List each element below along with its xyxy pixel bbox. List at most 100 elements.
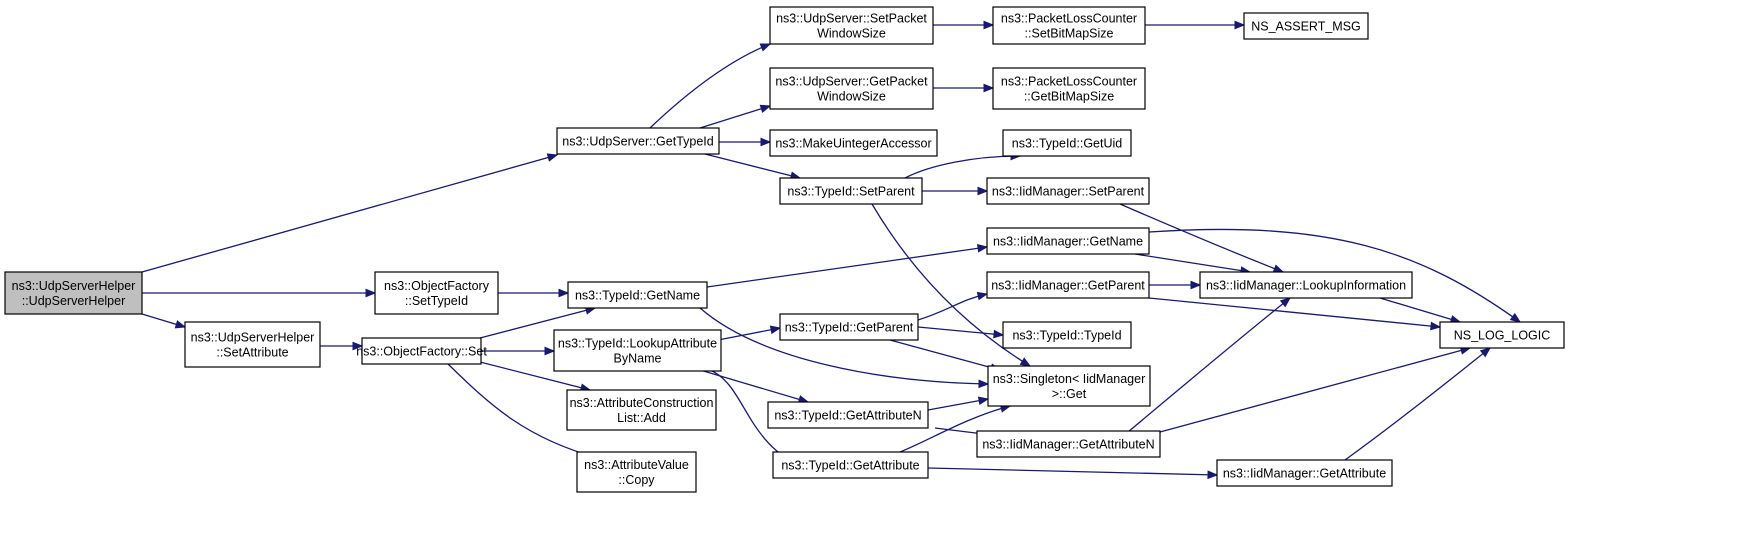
arrowhead-icon (1430, 321, 1442, 331)
graph-node[interactable]: ns3::AttributeValue::Copy (576, 451, 697, 493)
graph-node[interactable]: ns3::PacketLossCounter::GetBitMapSize (992, 67, 1146, 110)
edge-line (699, 105, 771, 129)
node-label: ns3::TypeId::GetParent (785, 321, 914, 335)
edge-n27-n13 (1127, 297, 1292, 433)
graph-node[interactable]: ns3::TypeId::GetParent (779, 313, 919, 341)
graph-node[interactable]: ns3::TypeId::TypeId (1002, 321, 1132, 349)
node-box (779, 177, 923, 205)
arrowhead-icon (558, 288, 570, 298)
node-label: ns3::PacketLossCounter (1001, 12, 1137, 26)
edge-n16-n13 (1134, 253, 1252, 275)
arrowhead-icon (977, 396, 990, 405)
node-box (1243, 12, 1369, 40)
graph-node[interactable]: ns3::PacketLossCounter::SetBitMapSize (992, 6, 1146, 45)
graph-node[interactable]: ns3::IidManager::GetName (986, 227, 1150, 255)
graph-node[interactable]: ns3::UdpServer::GetTypeId (556, 127, 720, 155)
node-label: ns3::UdpServer::GetPacket (775, 75, 928, 89)
arrowhead-icon (1207, 470, 1219, 480)
edge-line (649, 43, 771, 129)
arrowhead-icon (978, 379, 990, 389)
graph-node[interactable]: ns3::TypeId::GetUid (1002, 129, 1132, 157)
node-box (779, 313, 919, 341)
arrowhead-icon (1019, 357, 1032, 367)
edge-n1-n7 (704, 153, 802, 180)
arrowhead-icon (1479, 347, 1492, 358)
node-label: ns3::UdpServer::SetPacket (776, 12, 927, 26)
edge-n15-n16 (706, 244, 989, 288)
edge-line (479, 307, 596, 339)
arrowhead-icon (983, 20, 995, 30)
edge-n15-n14 (699, 307, 990, 389)
node-box (566, 389, 717, 431)
graph-node[interactable]: NS_LOG_LOGIC (1439, 321, 1565, 349)
edge-line (479, 361, 591, 391)
graph-node-root: ns3::UdpServerHelper::UdpServerHelper (4, 271, 143, 315)
edge-n25-n14 (927, 396, 990, 411)
node-label: ns3::ObjectFactory::Set (356, 345, 487, 359)
node-label: ns3::TypeId::LookupAttribute (558, 337, 717, 351)
graph-node[interactable]: ns3::TypeId::GetAttribute (772, 451, 929, 479)
graph-node[interactable]: ns3::IidManager::GetAttribute (1216, 459, 1393, 487)
edge-n7-n12 (922, 186, 989, 196)
node-box (1199, 271, 1413, 299)
edge-line (699, 369, 809, 403)
graph-node[interactable]: NS_ASSERT_MSG (1243, 12, 1369, 40)
graph-node[interactable]: ns3::Singleton< IidManager >::Get (987, 365, 1151, 407)
graph-node[interactable]: ns3::ObjectFactory::SetTypeId (374, 271, 499, 315)
arrowhead-icon (352, 341, 364, 351)
edge-n4-n8 (933, 20, 995, 30)
arrowhead-icon (993, 329, 1005, 339)
node-label: ByName (614, 352, 662, 366)
node-box (1002, 321, 1132, 349)
graph-node[interactable]: ns3::IidManager::LookupInformation (1199, 271, 1413, 299)
edge-n26-n28 (927, 467, 1219, 480)
node-label: ns3::TypeId::GetName (575, 289, 700, 303)
node-box (986, 227, 1150, 255)
edge-n1-n5 (699, 104, 772, 129)
graph-node[interactable]: ns3::UdpServerHelper::SetAttribute (184, 321, 321, 368)
edge-n0-n1 (141, 153, 559, 273)
node-box (987, 365, 1151, 407)
graph-node[interactable]: ns3::TypeId::GetAttributeN (767, 401, 929, 429)
node-label: ns3::PacketLossCounter (1001, 75, 1137, 89)
node-box (1439, 321, 1565, 349)
arrowhead-icon (174, 320, 187, 329)
graph-node[interactable]: ns3::IidManager::GetParent (986, 271, 1150, 299)
node-box (1216, 459, 1393, 487)
node-label: ns3::IidManager::GetAttribute (1223, 467, 1386, 481)
node-box (556, 127, 720, 155)
node-box (769, 6, 934, 45)
node-box (576, 451, 697, 493)
edge-line (889, 339, 1001, 371)
edge-line (1379, 297, 1461, 323)
node-label: ns3::MakeUintegerAccessor (775, 137, 931, 151)
edge-line (1119, 203, 1284, 273)
graph-node[interactable]: ns3::TypeId::GetName (567, 281, 708, 309)
edge-line (1127, 297, 1291, 433)
node-label: ns3::TypeId::SetParent (787, 185, 915, 199)
edge-n5-n10 (933, 83, 995, 93)
call-graph-nodes: ns3::UdpServerHelper::UdpServerHelperns3… (4, 6, 1565, 493)
edge-line (447, 363, 599, 459)
graph-node[interactable]: ns3::ObjectFactory::Set (356, 337, 487, 365)
edge-n1-n6 (719, 137, 772, 147)
node-label: NS_LOG_LOGIC (1454, 329, 1551, 343)
graph-node[interactable]: ns3::IidManager::GetAttributeN (976, 430, 1161, 458)
edge-n3-n18 (320, 341, 364, 351)
node-label: ns3::UdpServerHelper (12, 279, 136, 293)
arrowhead-icon (769, 325, 782, 335)
edge-n22-n14 (889, 339, 1002, 372)
node-label: ::SetTypeId (405, 294, 468, 308)
graph-node[interactable]: ns3::MakeUintegerAccessor (769, 129, 938, 157)
graph-node[interactable]: ns3::IidManager::SetParent (986, 177, 1150, 205)
node-label: ns3::IidManager::GetParent (991, 279, 1145, 293)
node-box (986, 177, 1150, 205)
node-box (992, 67, 1146, 110)
graph-node[interactable]: ns3::TypeId::SetParent (779, 177, 923, 205)
node-label: ns3::TypeId::TypeId (1012, 329, 1121, 343)
